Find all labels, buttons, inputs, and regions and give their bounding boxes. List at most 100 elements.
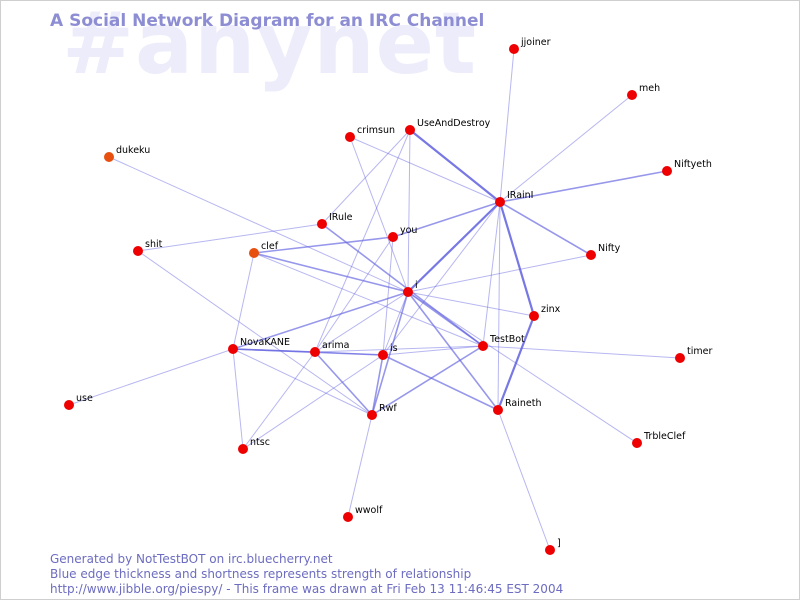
node-label-ntsc: ntsc	[250, 437, 270, 448]
edge-testbot-rwf	[371, 345, 484, 416]
node-label-shit: shit	[145, 239, 163, 250]
node-useanddestroy: UseAndDestroy	[405, 118, 491, 135]
node-novakane: NovaKANE	[228, 337, 290, 354]
node-use: use	[64, 393, 93, 410]
footer-generated-line: Generated by NotTestBOT on irc.bluecherr…	[50, 552, 333, 566]
node-label-clef: clef	[261, 241, 279, 252]
node-dot-useanddestroy	[405, 125, 415, 135]
node-wwolf: wwolf	[343, 505, 383, 522]
edge-iraini-i	[407, 201, 501, 293]
node-label-zinx: zinx	[541, 304, 561, 315]
edge-clef-i	[253, 252, 409, 293]
node-shit: shit	[133, 239, 163, 256]
node-label-wwolf: wwolf	[355, 505, 383, 516]
node-dot-rwf	[367, 410, 377, 420]
node-dot-raineth	[493, 405, 503, 415]
node-label-raineth: Raineth	[505, 398, 541, 409]
node-testbot: TestBot	[478, 334, 525, 351]
edge-novakane-use	[68, 348, 234, 406]
edge-raineth-bracket	[497, 409, 551, 551]
node-dot-trbleclef	[632, 438, 642, 448]
edge-shit-rwf	[137, 250, 373, 416]
node-label-jjoiner: jjoiner	[520, 37, 551, 48]
edge-iraini-is	[382, 201, 501, 356]
edge-novakane-is	[232, 348, 384, 356]
edge-i-trbleclef	[407, 291, 638, 444]
node-label-trbleclef: TrbleClef	[643, 431, 686, 442]
node-label-useanddestroy: UseAndDestroy	[417, 118, 491, 129]
edge-meh-iraini	[499, 94, 633, 203]
node-label-meh: meh	[639, 83, 660, 94]
edge-is-raineth	[382, 354, 499, 411]
node-dot-zinx	[529, 311, 539, 321]
node-zinx: zinx	[529, 304, 561, 321]
node-label-niftyeth: Niftyeth	[674, 159, 712, 170]
node-dot-clef	[249, 248, 259, 258]
edge-zinx-raineth	[496, 315, 536, 411]
edge-iraini-raineth	[497, 201, 501, 411]
edge-crimsun-i	[349, 136, 409, 293]
node-timer: timer	[675, 346, 712, 363]
node-dot-i	[403, 287, 413, 297]
node-label-i: i	[415, 280, 418, 291]
node-dot-shit	[133, 246, 143, 256]
node-dot-arima	[310, 347, 320, 357]
footer-legend-line: Blue edge thickness and shortness repres…	[50, 567, 472, 581]
footer-url-line: http://www.jibble.org/piespy/ - This fra…	[50, 582, 564, 596]
edge-you-clef	[253, 236, 394, 254]
node-dot-niftyeth	[662, 166, 672, 176]
node-dot-testbot	[478, 341, 488, 351]
edge-testbot-timer	[482, 345, 681, 359]
edge-useanddestroy-i	[407, 129, 411, 293]
edge-i-arima	[314, 291, 409, 353]
node-arima: arima	[310, 340, 349, 357]
node-dot-dukeku	[104, 152, 114, 162]
node-iraini: IRainI	[495, 190, 533, 207]
edge-novakane-ntsc	[232, 348, 244, 450]
edge-niftyeth-iraini	[499, 170, 668, 203]
diagram-title: A Social Network Diagram for an IRC Chan…	[50, 11, 485, 31]
edge-i-raineth	[407, 291, 499, 411]
edge-crimsun-iraini	[349, 136, 501, 203]
node-jjoiner: jjoiner	[509, 37, 551, 54]
node-label-dukeku: dukeku	[116, 145, 150, 156]
node-raineth: Raineth	[493, 398, 541, 415]
edge-i-testbot	[407, 291, 484, 347]
edge-irule-shit	[137, 223, 323, 252]
node-ntsc: ntsc	[238, 437, 270, 454]
node-dot-use	[64, 400, 74, 410]
node-dot-nifty	[586, 250, 596, 260]
node-label-is: is	[390, 343, 398, 354]
edges-layer	[68, 48, 681, 551]
node-dot-novakane	[228, 344, 238, 354]
node-label-arima: arima	[322, 340, 349, 351]
channel-watermark: #anynet	[62, 0, 478, 94]
edge-clef-testbot	[253, 252, 484, 347]
edge-is-rwf	[371, 354, 384, 416]
node-dot-irule	[317, 219, 327, 229]
node-label-timer: timer	[687, 346, 712, 357]
node-dot-wwolf	[343, 512, 353, 522]
edge-iraini-you	[392, 201, 501, 238]
edge-novakane-rwf	[232, 348, 373, 416]
edge-arima-testbot	[314, 345, 484, 353]
edge-dukeku-i	[108, 156, 409, 293]
node-label-novakane: NovaKANE	[240, 337, 290, 348]
node-dot-is	[378, 350, 388, 360]
node-label-you: you	[400, 225, 417, 236]
edge-nifty-i	[407, 254, 592, 293]
node-i: i	[403, 280, 418, 297]
edge-iraini-testbot	[482, 201, 501, 347]
edge-you-is	[382, 236, 394, 356]
node-rwf: Rwf	[367, 403, 397, 420]
node-label-rwf: Rwf	[379, 403, 397, 414]
node-label-iraini: IRainI	[507, 190, 533, 201]
node-label-use: use	[76, 393, 93, 404]
edge-clef-novakane	[232, 252, 255, 350]
edge-i-rwf	[371, 291, 409, 416]
node-trbleclef: TrbleClef	[632, 431, 686, 448]
node-clef: clef	[249, 241, 279, 258]
node-label-nifty: Nifty	[598, 243, 621, 254]
edge-arima-ntsc	[242, 351, 316, 450]
